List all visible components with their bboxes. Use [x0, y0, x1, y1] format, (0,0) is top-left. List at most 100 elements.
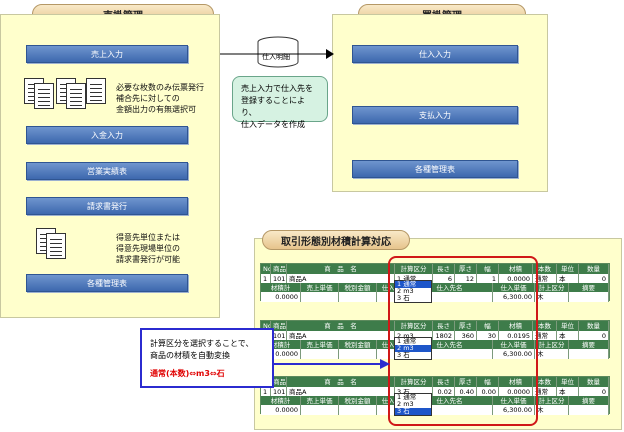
- cell[interactable]: 10111: [271, 274, 287, 284]
- cell[interactable]: [339, 405, 377, 415]
- col-header: 仕入先名: [407, 396, 493, 406]
- cell[interactable]: [339, 292, 377, 302]
- cell[interactable]: 0.0000: [261, 349, 301, 359]
- note-line: 計算区分を選択することで、: [150, 339, 254, 348]
- cell[interactable]: [569, 405, 609, 415]
- note-line: 商品の材積を自動変換: [150, 351, 230, 360]
- purchase-entry-button[interactable]: 仕入入力: [352, 45, 518, 63]
- right-reports-button[interactable]: 各種管理表: [352, 160, 518, 178]
- cell[interactable]: 通常: [533, 331, 557, 341]
- cell[interactable]: [339, 349, 377, 359]
- cell[interactable]: 1802: [433, 331, 455, 341]
- col-header: 商 品 名: [287, 321, 395, 331]
- col-header: 商 品 名: [287, 264, 395, 274]
- cell[interactable]: 商品A: [287, 387, 395, 397]
- document-icon: [34, 83, 54, 109]
- cell[interactable]: 6,300.00: [493, 349, 535, 359]
- cell[interactable]: 0: [579, 331, 609, 341]
- dropdown-option[interactable]: 1 通常: [397, 393, 417, 401]
- arrow-icon: [220, 49, 334, 59]
- cell[interactable]: 6,300.00: [493, 292, 535, 302]
- cell[interactable]: 木: [535, 349, 569, 359]
- cell[interactable]: 0: [579, 387, 609, 397]
- dropdown-option[interactable]: 3 石: [397, 351, 410, 359]
- invoice-button[interactable]: 請求書発行: [26, 197, 188, 215]
- calc-dropdown[interactable]: 1 通常 2 m3 3 石: [394, 280, 432, 303]
- calc-column-highlight: [388, 256, 538, 426]
- payment-entry-button[interactable]: 入金入力: [26, 126, 188, 144]
- calc-dropdown[interactable]: 1 通常 2 m3 3 石: [394, 393, 432, 416]
- dropdown-option[interactable]: 3 石: [395, 408, 431, 415]
- dropdown-option[interactable]: 3 石: [397, 294, 410, 302]
- left-reports-button[interactable]: 各種管理表: [26, 274, 188, 292]
- cell[interactable]: 0.0000: [261, 292, 301, 302]
- document-icon: [66, 83, 86, 109]
- cell[interactable]: 0.0195: [499, 331, 533, 341]
- cell[interactable]: 通常: [533, 387, 557, 397]
- calc-select[interactable]: 1 通常: [395, 274, 433, 284]
- cell[interactable]: 0.0000: [499, 387, 533, 397]
- cell[interactable]: 6: [433, 274, 455, 284]
- col-header: 摘要: [569, 396, 609, 406]
- cell[interactable]: [301, 405, 339, 415]
- cell[interactable]: 10111: [271, 387, 287, 397]
- cell[interactable]: 360: [455, 331, 477, 341]
- cell[interactable]: 0.00: [477, 387, 499, 397]
- cell[interactable]: 10111: [271, 331, 287, 341]
- col-header: 税別金額: [339, 396, 377, 406]
- sales-entry-button[interactable]: 売上入力: [26, 45, 188, 63]
- dropdown-option[interactable]: 1 通常: [397, 337, 417, 345]
- cell[interactable]: 商品A: [287, 331, 395, 341]
- cell[interactable]: 0.0000: [499, 274, 533, 284]
- note-line: 得意先単位または: [116, 233, 180, 242]
- payment-out-button[interactable]: 支払入力: [352, 106, 518, 124]
- cell[interactable]: 0.02: [433, 387, 455, 397]
- calc-select[interactable]: 3 石: [395, 387, 433, 397]
- note-line: 必要な枚数のみ伝票発行: [116, 83, 204, 92]
- cell[interactable]: [407, 292, 493, 302]
- col-header: 材積: [499, 377, 533, 387]
- cell[interactable]: 0: [579, 274, 609, 284]
- dropdown-option[interactable]: 2 m3: [395, 345, 431, 352]
- note-line: 得意先現場単位の: [116, 244, 180, 253]
- cell[interactable]: 本: [557, 331, 579, 341]
- cell[interactable]: 0.40: [455, 387, 477, 397]
- calc-select[interactable]: 2 m3: [395, 331, 433, 341]
- cell[interactable]: 1: [261, 387, 271, 397]
- col-header: 商 品 名: [287, 377, 395, 387]
- dropdown-option[interactable]: 2 m3: [397, 400, 414, 408]
- col-header: 数量: [579, 377, 609, 387]
- dropdown-option[interactable]: 2 m3: [397, 287, 414, 295]
- col-header: 計上区分: [535, 396, 569, 406]
- cell[interactable]: [301, 292, 339, 302]
- cell[interactable]: 1: [477, 274, 499, 284]
- sales-report-button[interactable]: 営業実績表: [26, 162, 188, 180]
- cell[interactable]: [569, 349, 609, 359]
- col-header: 長さ: [433, 264, 455, 274]
- col-header: 数量: [579, 264, 609, 274]
- col-header: 計上区分: [535, 283, 569, 293]
- col-header: 計算区分: [395, 321, 433, 331]
- cell[interactable]: [569, 292, 609, 302]
- cell[interactable]: 12: [455, 274, 477, 284]
- cell[interactable]: 通常: [533, 274, 557, 284]
- col-header: 厚さ: [455, 377, 477, 387]
- cell[interactable]: [407, 349, 493, 359]
- dropdown-option[interactable]: 1 通常: [395, 281, 431, 288]
- cell[interactable]: 30: [477, 331, 499, 341]
- note-line: 請求書発行が可能: [116, 255, 180, 264]
- cell[interactable]: 木: [535, 292, 569, 302]
- cell[interactable]: 本: [557, 387, 579, 397]
- cell[interactable]: 本: [557, 274, 579, 284]
- cell[interactable]: 6,300.00: [493, 405, 535, 415]
- col-header: 本数: [533, 264, 557, 274]
- cell[interactable]: 商品A: [287, 274, 395, 284]
- cell[interactable]: 木: [535, 405, 569, 415]
- col-header: 税別金額: [339, 283, 377, 293]
- cell[interactable]: [301, 349, 339, 359]
- cell[interactable]: 1: [261, 274, 271, 284]
- document-icon: [86, 78, 106, 104]
- cell[interactable]: 0.0000: [261, 405, 301, 415]
- calc-dropdown[interactable]: 1 通常 2 m3 3 石: [394, 337, 432, 360]
- cell[interactable]: [407, 405, 493, 415]
